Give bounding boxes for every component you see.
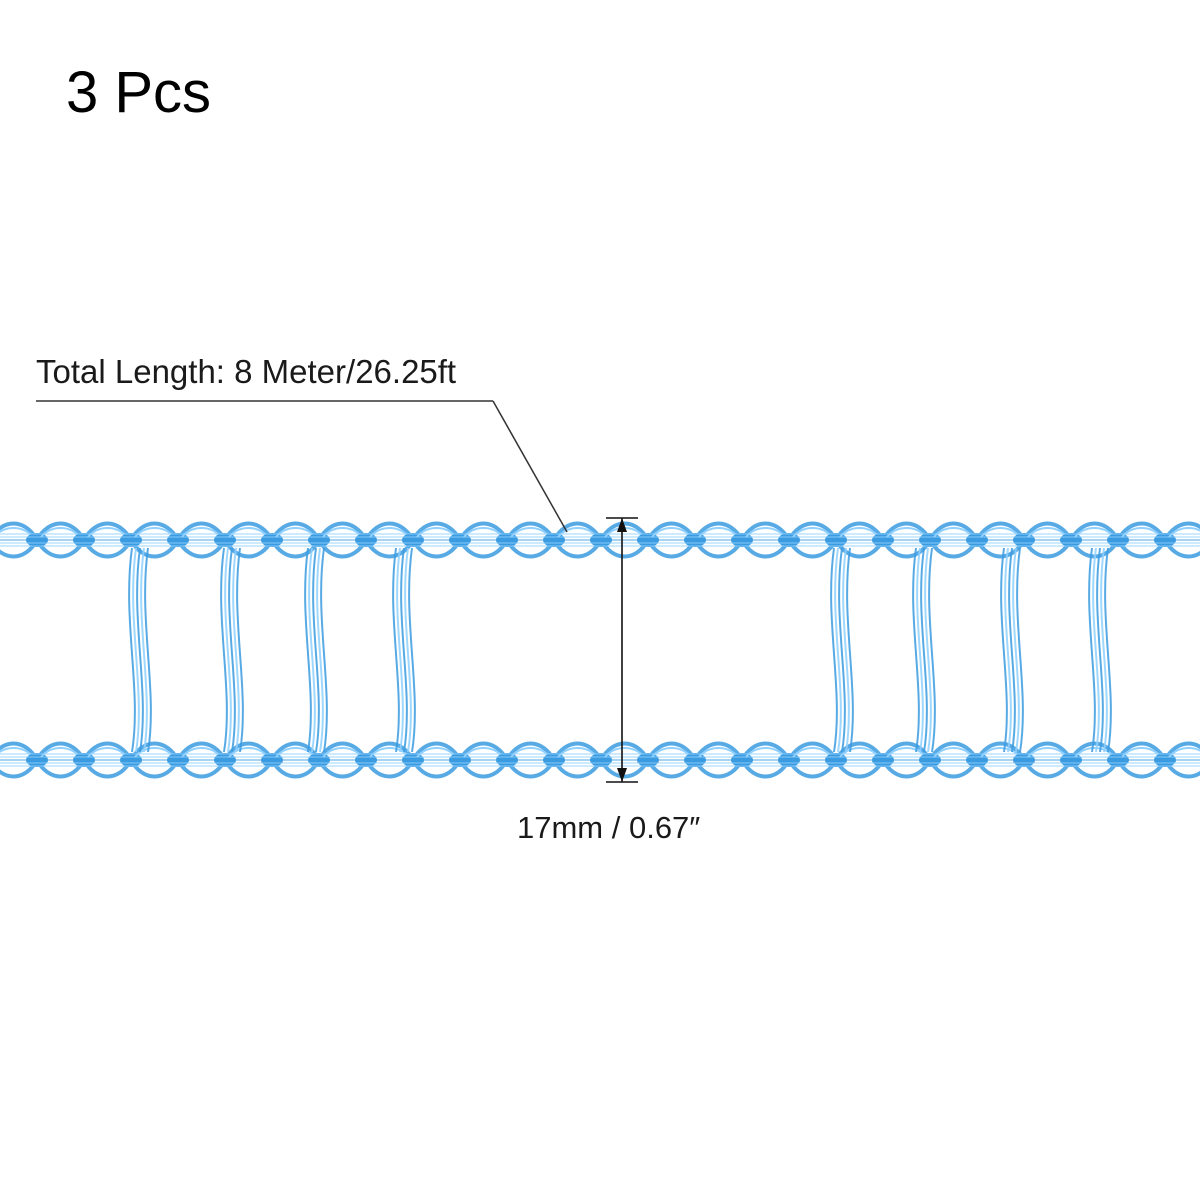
- length-leader-line: [36, 400, 568, 533]
- ladder-bottom-rail: [0, 741, 1200, 779]
- width-dimension-line: [606, 517, 638, 783]
- quantity-label: 3 Pcs: [66, 60, 212, 125]
- ladder-top-rail: [0, 521, 1200, 559]
- width-label: 17mm / 0.67″: [517, 810, 701, 845]
- total-length-label: Total Length: 8 Meter/26.25ft: [36, 353, 457, 390]
- ladder-rungs: [128, 547, 1112, 753]
